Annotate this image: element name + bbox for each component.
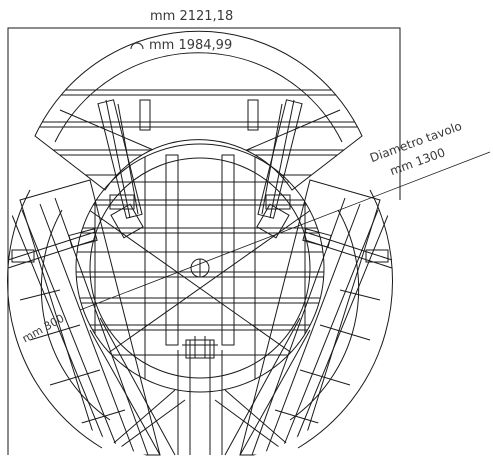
inner-ring-left (40, 209, 111, 421)
table-inner-circle (89, 157, 311, 379)
inner-ring-right (289, 209, 360, 421)
top-sector-beams (35, 89, 362, 176)
diameter-line (79, 151, 491, 311)
top-sector (34, 30, 363, 191)
top-sector-inner-arc (54, 52, 343, 143)
overall-width-label: mm 2121,18 (150, 9, 234, 24)
outer-circle-right (297, 189, 393, 449)
outer-frame (7, 27, 401, 455)
upper-right-arm (256, 99, 303, 239)
arc-width-label-group: mm 1984,99 (130, 38, 232, 53)
right-lower-sector (214, 179, 393, 456)
outer-circle (7, 189, 103, 449)
table-circle (75, 143, 325, 393)
center-column (177, 336, 223, 455)
arc-icon (130, 42, 144, 50)
left-lower-sector (7, 179, 186, 456)
upper-left-arm (97, 99, 144, 239)
arc-width-label: mm 1984,99 (149, 38, 233, 53)
